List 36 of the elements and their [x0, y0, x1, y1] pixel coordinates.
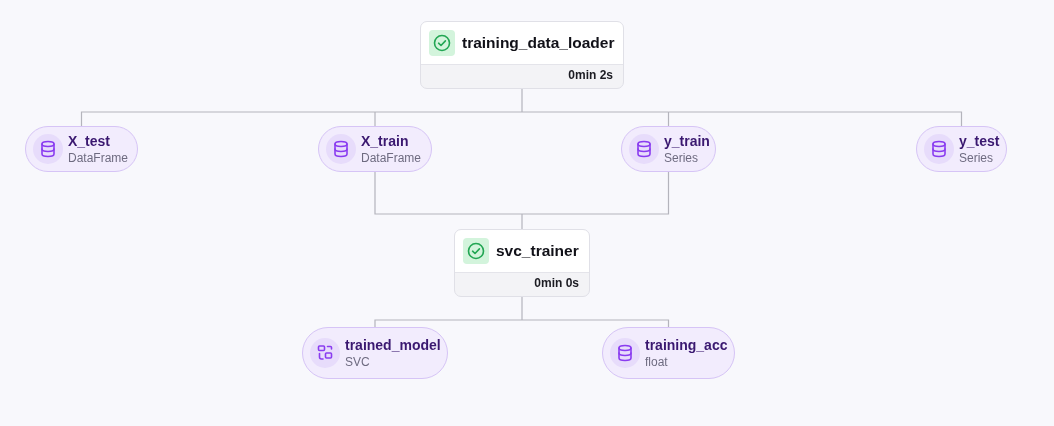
- connector-line: [521, 296, 523, 321]
- step-title: svc_trainer: [496, 242, 579, 260]
- artifact-type: DataFrame: [361, 152, 422, 166]
- connector-line: [80, 111, 376, 127]
- artifact-type: Series: [664, 152, 698, 166]
- duration-label: 0min 0s: [534, 277, 579, 291]
- artifact-type: SVC: [345, 356, 370, 370]
- connector-line: [521, 171, 670, 215]
- connector-line: [521, 88, 523, 113]
- artifact-name: y_test: [959, 133, 1000, 150]
- artifact-node: [602, 327, 735, 379]
- connector-line: [374, 319, 523, 328]
- connector-line: [374, 111, 376, 127]
- artifact-node: [25, 126, 138, 172]
- connector-line: [667, 111, 963, 127]
- duration-label: 0min 2s: [568, 69, 613, 83]
- step-title: training_data_loader: [462, 34, 615, 52]
- artifact-node: [318, 126, 432, 172]
- artifact-name: training_acc: [645, 337, 728, 354]
- connector-line: [374, 111, 523, 113]
- artifact-type: DataFrame: [68, 152, 129, 166]
- connector-line: [521, 111, 670, 113]
- step-card: [420, 21, 624, 89]
- artifact-name: y_train: [664, 133, 710, 150]
- artifact-node: [621, 126, 716, 172]
- artifact-name: X_train: [361, 133, 409, 150]
- connector-line: [521, 319, 670, 328]
- artifact-name: X_test: [68, 133, 111, 150]
- artifact-type: Series: [959, 152, 993, 166]
- artifact-node: [302, 327, 448, 379]
- connector-line: [374, 171, 523, 215]
- artifact-name: trained_model: [345, 337, 441, 354]
- artifact-node: [916, 126, 1007, 172]
- step-card: [454, 229, 590, 297]
- connector-line: [521, 213, 523, 230]
- artifact-type: float: [645, 356, 668, 370]
